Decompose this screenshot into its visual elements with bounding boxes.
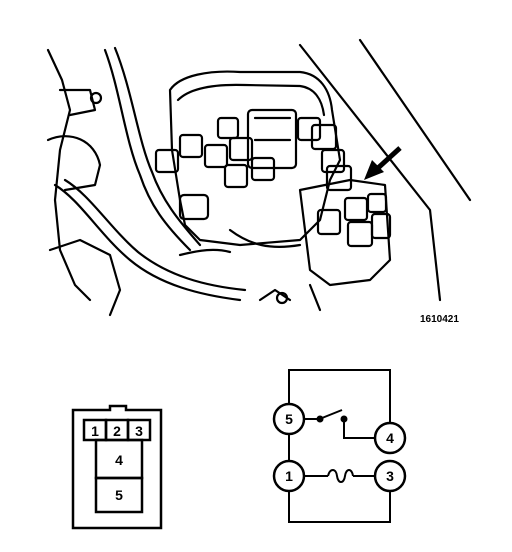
relay-block <box>178 193 210 221</box>
hose-upper <box>103 48 192 252</box>
relay-block <box>320 148 346 174</box>
relay-block <box>366 192 388 214</box>
relay-block <box>346 220 374 248</box>
figure-code: 1610421 <box>420 314 459 325</box>
schematic-terminal-4-label: 4 <box>386 430 394 446</box>
terminal-5-box <box>94 476 144 514</box>
switch-blade <box>321 409 343 419</box>
bolt-head <box>275 291 289 305</box>
relay-block <box>223 163 249 189</box>
lower-cable <box>228 228 302 248</box>
switch-contact <box>340 415 348 423</box>
arrow-shaft <box>376 146 402 170</box>
fuse-panel-detail <box>253 116 292 142</box>
hose-lower <box>53 183 242 302</box>
fender-edge-line <box>358 38 472 202</box>
target-relay <box>325 164 353 192</box>
engine-left-part <box>46 48 92 302</box>
relay-block <box>203 143 229 169</box>
schematic-terminal-5 <box>272 402 306 436</box>
fender-edge-line-2 <box>298 43 442 302</box>
engine-bay-illustration <box>46 38 472 317</box>
terminal-3-label: 3 <box>135 423 143 439</box>
relay-block <box>228 136 254 162</box>
schematic-terminal-3-label: 3 <box>386 468 394 484</box>
fuse-panel <box>246 108 298 170</box>
terminal-1-label: 1 <box>91 423 99 439</box>
relay-block <box>316 208 342 236</box>
relay-block <box>370 212 392 240</box>
hose-right <box>178 248 232 257</box>
schematic-terminal-3 <box>373 459 407 493</box>
relay-block <box>310 123 338 151</box>
connector-outline <box>71 404 163 530</box>
engine-left-detail-2 <box>46 135 102 192</box>
relay-connector-pinout <box>71 404 163 530</box>
terminal-4-label: 4 <box>115 452 123 468</box>
relay-box-rim <box>176 83 326 117</box>
switch-wire-right <box>343 422 375 439</box>
coil <box>327 469 354 483</box>
hose-lower-2 <box>63 178 247 292</box>
schematic-terminal-5-label: 5 <box>285 411 293 427</box>
switch-contact <box>316 415 324 423</box>
relay-block <box>296 116 322 142</box>
relay-block <box>154 148 180 174</box>
schematic-terminal-1 <box>272 459 306 493</box>
bolt-head <box>89 91 103 105</box>
hose-upper-2 <box>113 46 202 247</box>
pointer-arrow <box>364 146 402 180</box>
engine-left-detail <box>58 88 97 117</box>
arrow-head <box>364 160 384 180</box>
schematic-terminal-1-label: 1 <box>285 468 293 484</box>
relay-schematic <box>272 369 407 523</box>
relay-block <box>178 133 204 159</box>
relay-box-housing <box>168 70 342 247</box>
terminal-5-label: 5 <box>115 487 123 503</box>
relay-block <box>343 196 369 222</box>
schematic-terminal-4 <box>373 421 407 455</box>
side-relay-cluster <box>298 178 392 287</box>
relay-block <box>216 116 240 140</box>
engine-left-detail-3 <box>48 238 122 317</box>
terminal-2-label: 2 <box>113 423 121 439</box>
schematic-outline <box>288 369 391 523</box>
lower-bracket <box>258 283 322 312</box>
